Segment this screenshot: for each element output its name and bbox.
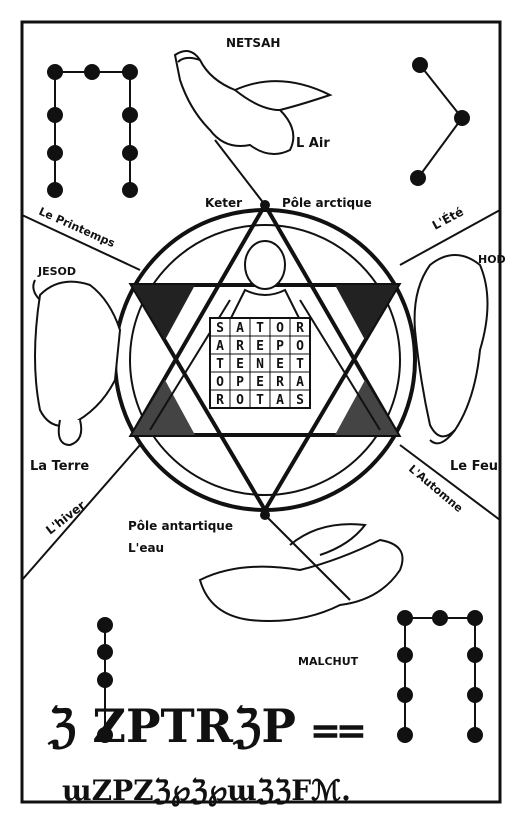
label-pole-antarctique: Pôle antartique (128, 519, 233, 533)
sator-letter: O (276, 321, 284, 336)
inner-ring (129, 224, 401, 496)
geomantic-figure-top-left (47, 64, 138, 198)
label-pole-arctique: Pôle arctique (282, 196, 372, 210)
sator-letter: O (216, 375, 224, 390)
sator-cell (289, 389, 311, 409)
sator-letter: O (296, 339, 304, 354)
sator-letter: A (276, 393, 284, 408)
sator-letter: S (296, 393, 304, 408)
sator-letter: R (296, 321, 304, 336)
script-line-2: ɯZPZℨ℘ℨ℘ɯℨℨFℳ. (62, 774, 351, 807)
apex-knot-top (260, 200, 270, 210)
label-keter: Keter (205, 196, 242, 210)
label-terre: La Terre (30, 459, 89, 474)
sator-letter: S (216, 321, 224, 336)
sator-letter: E (256, 375, 264, 390)
bull-figure (32, 279, 122, 447)
sator-letter: O (236, 393, 244, 408)
sator-letter: R (216, 393, 224, 408)
script-line-1: ℨ ZPTRℨP ⩵ (47, 699, 365, 753)
sator-letter: R (236, 339, 244, 354)
sator-letter: T (256, 321, 264, 336)
eagle-figure (173, 50, 333, 206)
quadrant-lines (21, 209, 501, 581)
label-feu: Le Feu (450, 459, 498, 474)
label-jesod: JESOD (37, 265, 76, 278)
sator-letter: A (216, 339, 224, 354)
sator-letter: P (276, 339, 284, 354)
geomantic-figure-bottom-right (397, 610, 483, 743)
sator-letter: E (236, 357, 244, 372)
sator-letter: T (216, 357, 224, 372)
sator-letter: T (256, 393, 264, 408)
label-eau: L'eau (128, 541, 164, 555)
label-malchut: MALCHUT (298, 655, 359, 668)
label-netsah: NETSAH (226, 36, 280, 50)
lion-figure (413, 254, 489, 445)
geomantic-figure-top-right (410, 57, 470, 186)
label-air: L Air (296, 136, 330, 151)
star-tip-left (132, 285, 195, 340)
sator-letter: A (296, 375, 304, 390)
sator-letter: E (256, 339, 264, 354)
hexagram-upward-triangle (128, 201, 402, 437)
sator-letter: R (276, 375, 284, 390)
sator-letter: A (236, 321, 244, 336)
sator-letter: E (276, 357, 284, 372)
sator-letter: T (296, 357, 304, 372)
angel-figure (198, 514, 404, 622)
label-hod: HOD (478, 253, 506, 266)
sator-letter: P (236, 375, 244, 390)
star-tip-right (335, 285, 398, 340)
geomantic-figure-bottom-left (97, 617, 113, 743)
sator-letter: N (256, 357, 264, 372)
